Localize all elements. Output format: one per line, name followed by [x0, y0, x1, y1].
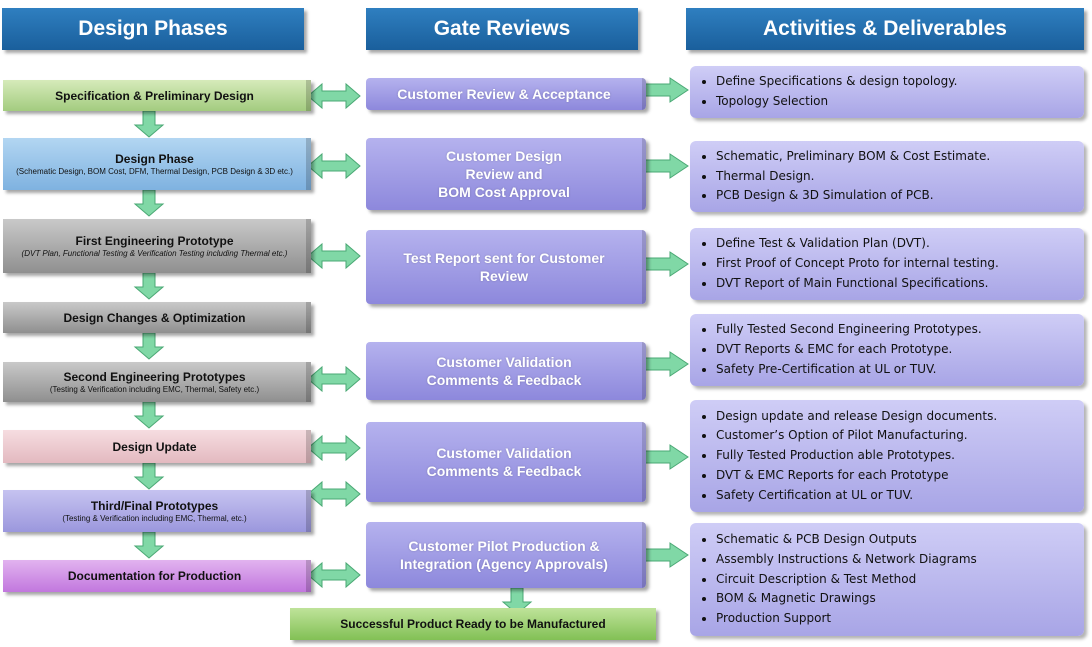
phase-title: Third/Final Prototypes — [90, 499, 219, 513]
activity-item: Customer’s Option of Pilot Manufacturing… — [716, 426, 1078, 446]
gate-customer-review: Customer Review & Acceptance — [366, 78, 646, 110]
activity-item: Schematic & PCB Design Outputs — [716, 530, 1078, 550]
right-arrow-4 — [643, 351, 689, 377]
activity-item: Safety Pre-Certification at UL or TUV. — [716, 360, 1078, 380]
phase-title: Specification & Preliminary Design — [55, 88, 254, 103]
activity-item: Fully Tested Production able Prototypes. — [716, 446, 1078, 466]
design-phases-header: Design Phases — [2, 8, 304, 50]
phase-title: Design Update — [112, 439, 197, 454]
activity-item: Thermal Design. — [716, 167, 1078, 187]
gate-validation-1: Customer Validation Comments & Feedback — [366, 342, 646, 400]
right-arrow-6 — [643, 542, 689, 568]
double-arrow-4 — [307, 366, 361, 392]
activity-item: DVT & EMC Reports for each Prototype — [716, 466, 1078, 486]
phase-specification: Specification & Preliminary Design — [3, 80, 311, 111]
gate-pilot-production: Customer Pilot Production & Integration … — [366, 522, 646, 588]
down-arrow-2 — [134, 189, 164, 217]
activities-6: Schematic & PCB Design Outputs Assembly … — [690, 523, 1084, 636]
activity-item: Circuit Description & Test Method — [716, 570, 1078, 590]
gate-label: Customer Validation Comments & Feedback — [426, 445, 582, 479]
double-arrow-3 — [307, 243, 361, 269]
activity-item: Schematic, Preliminary BOM & Cost Estima… — [716, 147, 1078, 167]
double-arrow-6 — [307, 481, 361, 507]
phase-subtitle: (Testing & Verification including EMC, T… — [49, 385, 260, 394]
gate-label: Customer Pilot Production & Integration … — [400, 538, 608, 572]
activities-1: Define Specifications & design topology.… — [690, 66, 1084, 118]
phase-subtitle: (Testing & Verification including EMC, T… — [62, 514, 247, 523]
phase-subtitle: (Schematic Design, BOM Cost, DFM, Therma… — [16, 167, 293, 176]
right-arrow-5 — [643, 444, 689, 470]
activity-item: DVT Reports & EMC for each Prototype. — [716, 340, 1078, 360]
right-arrow-2 — [643, 153, 689, 179]
activity-item: First Proof of Concept Proto for interna… — [716, 254, 1078, 274]
activity-item: Define Specifications & design topology. — [716, 72, 1078, 92]
phase-documentation: Documentation for Production — [3, 560, 311, 592]
phase-title: First Engineering Prototype — [75, 234, 234, 248]
activity-item: BOM & Magnetic Drawings — [716, 589, 1078, 609]
activity-item: Assembly Instructions & Network Diagrams — [716, 550, 1078, 570]
double-arrow-7 — [307, 562, 361, 588]
down-arrow-1 — [134, 110, 164, 138]
final-label: Successful Product Ready to be Manufactu… — [340, 617, 606, 631]
gate-reviews-header: Gate Reviews — [366, 8, 638, 50]
down-arrow-7 — [134, 531, 164, 559]
activity-item: Production Support — [716, 609, 1078, 629]
activities-5: Design update and release Design documen… — [690, 400, 1084, 512]
activity-item: PCB Design & 3D Simulation of PCB. — [716, 186, 1078, 206]
phase-title: Documentation for Production — [67, 569, 242, 583]
phase-second-prototypes: Second Engineering Prototypes (Testing &… — [3, 362, 311, 402]
right-arrow-1 — [643, 77, 689, 103]
phase-first-prototype: First Engineering Prototype (DVT Plan, F… — [3, 219, 311, 273]
activity-item: Define Test & Validation Plan (DVT). — [716, 234, 1078, 254]
gate-label: Customer Validation Comments & Feedback — [426, 354, 582, 388]
phase-subtitle: (DVT Plan, Functional Testing & Verifica… — [21, 249, 288, 258]
gate-design-review: Customer Design Review and BOM Cost Appr… — [366, 138, 646, 210]
phase-title: Design Changes & Optimization — [63, 310, 246, 325]
phase-design-changes: Design Changes & Optimization — [3, 302, 311, 333]
phase-design: Design Phase (Schematic Design, BOM Cost… — [3, 138, 311, 190]
activities-2: Schematic, Preliminary BOM & Cost Estima… — [690, 141, 1084, 212]
gate-label: Customer Design Review and BOM Cost Appr… — [438, 148, 570, 200]
gate-label: Test Report sent for Customer Review — [403, 250, 605, 284]
activity-item: Safety Certification at UL or TUV. — [716, 486, 1078, 506]
phase-title: Second Engineering Prototypes — [63, 370, 246, 384]
final-product-ready: Successful Product Ready to be Manufactu… — [290, 608, 656, 640]
down-arrow-6 — [134, 462, 164, 490]
activities-4: Fully Tested Second Engineering Prototyp… — [690, 314, 1084, 386]
phase-title: Design Phase — [115, 152, 194, 166]
activity-item: Fully Tested Second Engineering Prototyp… — [716, 320, 1078, 340]
double-arrow-5 — [307, 435, 361, 461]
down-arrow-5 — [134, 401, 164, 429]
down-arrow-3 — [134, 272, 164, 300]
gate-label: Customer Review & Acceptance — [397, 86, 611, 102]
phase-final-prototypes: Third/Final Prototypes (Testing & Verifi… — [3, 490, 311, 532]
phase-design-update: Design Update — [3, 430, 311, 463]
activity-item: DVT Report of Main Functional Specificat… — [716, 274, 1078, 294]
gate-validation-2: Customer Validation Comments & Feedback — [366, 422, 646, 502]
gate-test-report: Test Report sent for Customer Review — [366, 230, 646, 304]
down-arrow-4 — [134, 332, 164, 360]
activities-deliverables-header: Activities & Deliverables — [686, 8, 1084, 50]
double-arrow-1 — [307, 83, 361, 109]
activity-item: Design update and release Design documen… — [716, 407, 1078, 427]
right-arrow-3 — [643, 251, 689, 277]
activity-item: Topology Selection — [716, 92, 1078, 112]
activities-3: Define Test & Validation Plan (DVT). Fir… — [690, 228, 1084, 300]
double-arrow-2 — [307, 153, 361, 179]
